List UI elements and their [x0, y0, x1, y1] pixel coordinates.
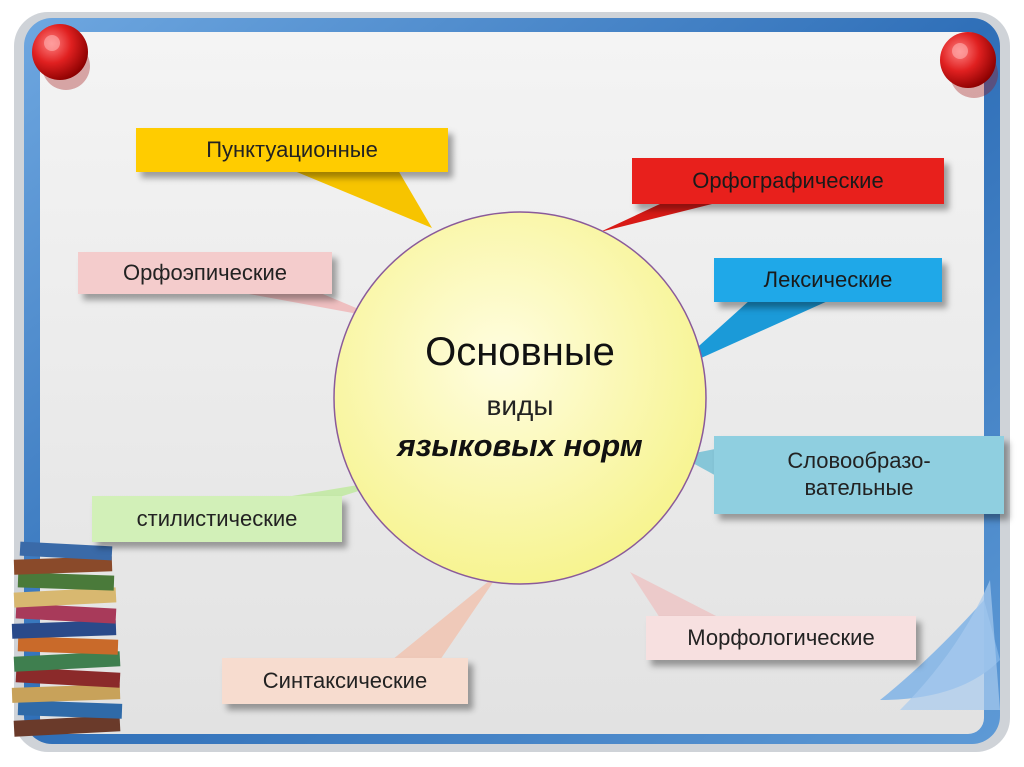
center-emphasis: языковых норм: [397, 428, 643, 463]
center-title: Основные: [425, 330, 615, 374]
label-morphological: Морфологические: [646, 616, 916, 660]
label-punctuation-text: Пунктуационные: [206, 136, 378, 162]
label-morphological-text: Морфологические: [687, 624, 875, 650]
books-icon: [11, 541, 123, 737]
label-orthographic: Орфографические: [632, 158, 944, 204]
label-lexical: Лексические: [714, 258, 942, 302]
label-syntactic: Синтаксические: [222, 658, 468, 704]
label-punctuation: Пунктуационные: [136, 128, 448, 172]
label-word-formation-text: Словообразо- вательные: [787, 448, 931, 500]
center-circle: [333, 211, 707, 585]
label-stylistic-text: стилистические: [136, 505, 298, 531]
label-orthoepic-text: Орфоэпические: [123, 259, 287, 285]
center-subtitle: виды: [486, 390, 554, 421]
label-lexical-text: Лексические: [763, 266, 893, 292]
pointer-sint: [392, 572, 500, 660]
pointer-punct: [292, 170, 432, 228]
pointer-orfoep: [238, 292, 380, 318]
pointer-leks: [670, 300, 830, 372]
label-word-formation: Словообразо- вательные: [714, 436, 1004, 514]
label-orthoepic: Орфоэпические: [78, 252, 332, 294]
label-orthographic-text: Орфографические: [692, 167, 884, 193]
label-syntactic-text: Синтаксические: [262, 667, 428, 693]
pin-icon-left: [32, 24, 90, 90]
pointer-morf: [630, 572, 720, 618]
label-stylistic: стилистические: [92, 496, 342, 542]
pin-icon-right: [940, 32, 998, 98]
